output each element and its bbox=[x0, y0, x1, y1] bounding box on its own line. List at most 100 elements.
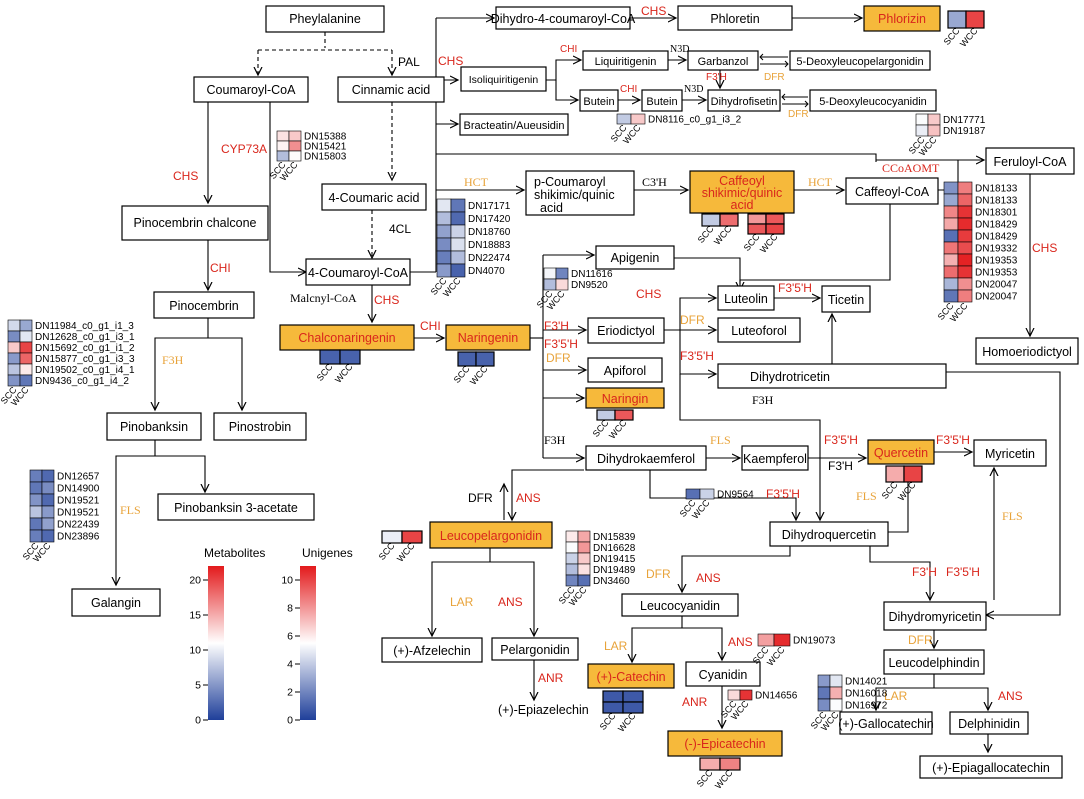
enzyme-c3h: C3'H bbox=[642, 175, 667, 189]
node-feruloyl-coa: Feruloyl-CoA bbox=[985, 147, 1075, 175]
node-apigenin: Apigenin bbox=[595, 245, 675, 270]
metabolite-cell bbox=[747, 223, 767, 235]
enzyme-fls-dhk: FLS bbox=[710, 433, 731, 447]
legend-tick: 5 bbox=[195, 680, 201, 692]
legend-metabolites-title: Metabolites bbox=[204, 546, 265, 560]
enzyme-pal: PAL bbox=[398, 55, 420, 69]
svg-text:Chalconaringenin: Chalconaringenin bbox=[298, 331, 395, 345]
gene-label: DN4070 bbox=[468, 266, 505, 277]
enzyme-chs-mid: CHS bbox=[374, 293, 399, 307]
heatmap-fls-left: DN12657DN14900DN19521DN19521DN22439DN238… bbox=[21, 469, 100, 564]
heatmap-cell bbox=[555, 278, 569, 291]
heatmap-cell bbox=[927, 124, 941, 137]
enzyme-lar-gc: LAR bbox=[884, 689, 908, 703]
heatmap-cell bbox=[685, 488, 701, 500]
heatmap-cell bbox=[739, 689, 753, 701]
enzyme-chi-small2: CHI bbox=[620, 84, 637, 95]
node-homoeriodictyol: Homoeriodictyol bbox=[975, 337, 1079, 365]
heatmap-cell bbox=[565, 541, 579, 554]
svg-text:Dihydrotricetin: Dihydrotricetin bbox=[750, 370, 830, 384]
svg-text:Pinocembrin chalcone: Pinocembrin chalcone bbox=[134, 216, 257, 230]
heatmap-cell bbox=[29, 505, 43, 519]
heatmap-cell bbox=[957, 229, 973, 243]
node-coumaroyl-coa: Coumaroyl-CoA bbox=[193, 76, 309, 103]
cofactor-malonyl-coa: Malcnyl-CoA bbox=[290, 291, 357, 305]
svg-text:Butein: Butein bbox=[646, 96, 677, 108]
heatmap-cell bbox=[288, 140, 302, 152]
gene-label: DN19073 bbox=[793, 636, 836, 647]
legend-tick: 6 bbox=[287, 631, 293, 643]
node-5-deoxyleucopelargonidin: 5-Deoxyleucopelargonidin bbox=[789, 50, 931, 71]
svg-text:Kaempferol: Kaempferol bbox=[743, 452, 807, 466]
sample-label-scc: SCC bbox=[315, 361, 335, 382]
node-leucopelargonidin: Leucopelargonidin bbox=[429, 521, 553, 549]
sample-label-wcc: WCC bbox=[616, 710, 638, 733]
metabolite-cell bbox=[339, 349, 361, 365]
svg-text:Caffeoyl-CoA: Caffeoyl-CoA bbox=[855, 185, 930, 199]
legend-tick: 15 bbox=[189, 610, 201, 622]
svg-text:Pinocembrin: Pinocembrin bbox=[169, 299, 239, 313]
svg-text:Caffeoyl: Caffeoyl bbox=[719, 174, 765, 188]
heatmap-cell bbox=[817, 698, 831, 712]
heatmap-cell bbox=[943, 277, 959, 291]
gene-label: DN14900 bbox=[57, 484, 100, 495]
gene-label: DN17171 bbox=[468, 201, 511, 212]
node-pinobanksin-acetate: Pinobanksin 3-acetate bbox=[157, 493, 315, 521]
heatmap-cell bbox=[7, 363, 21, 376]
node-luteoforol: Luteoforol bbox=[717, 317, 801, 343]
heatmap-cell bbox=[288, 130, 302, 142]
gene-label: DN19187 bbox=[943, 126, 986, 137]
enzyme-ans-pel: ANS bbox=[498, 595, 523, 609]
heatmap-cell bbox=[565, 530, 579, 543]
metabolite-cell bbox=[614, 409, 634, 421]
svg-text:acid: acid bbox=[731, 198, 754, 212]
node-eriodictyol: Eriodictyol bbox=[587, 317, 665, 344]
gene-label: DN22439 bbox=[57, 520, 100, 531]
heatmap-cell bbox=[829, 686, 843, 700]
svg-text:Dihydrofisetin: Dihydrofisetin bbox=[711, 96, 778, 108]
heatmap-cell bbox=[957, 193, 973, 207]
node-cyanidin: Cyanidin bbox=[685, 661, 761, 687]
gene-label: DN16628 bbox=[593, 543, 636, 554]
node-ticetin: Ticetin bbox=[821, 285, 871, 313]
heatmap-cell bbox=[7, 330, 21, 343]
svg-text:5-Deoxyleucopelargonidin: 5-Deoxyleucopelargonidin bbox=[796, 56, 923, 68]
svg-text:Garbanzol: Garbanzol bbox=[698, 56, 749, 68]
enzyme-f3h-dht: F3H bbox=[752, 393, 774, 407]
node-dihydromyricetin: Dihydromyricetin bbox=[883, 601, 987, 631]
heatmap-cell bbox=[436, 198, 452, 213]
enzyme-f35h-dhq: F3'5'H bbox=[766, 487, 800, 501]
svg-text:4-Coumaric acid: 4-Coumaric acid bbox=[328, 191, 419, 205]
legend-unigenes-bar bbox=[300, 566, 316, 720]
heatmap-cell bbox=[577, 563, 591, 576]
node-5-deoxyleucocyanidin: 5-Deoxyleucocyanidin bbox=[809, 89, 937, 112]
heatmap-cell bbox=[957, 205, 973, 219]
enzyme-f35h-dht: F3'5'H bbox=[680, 349, 714, 363]
svg-text:p-Coumaroyl: p-Coumaroyl bbox=[534, 175, 606, 189]
enzyme-dfr-lp: DFR bbox=[468, 491, 493, 505]
metabolite-cell bbox=[475, 351, 495, 367]
node-leucocyanidin: Leucocyanidin bbox=[621, 593, 739, 617]
heatmap-cell bbox=[276, 150, 290, 162]
node-leucodelphindin: Leucodelphindin bbox=[883, 649, 985, 675]
node-dihydro-4-coumaroyl-coa: Dihydro-4-coumaroyl-CoA bbox=[491, 6, 636, 30]
node-p-coumaroyl-shikimic: p-Coumaroyl shikimic/quinic acid bbox=[525, 170, 635, 216]
heatmap-cell bbox=[915, 124, 929, 137]
enzyme-chs-right: CHS bbox=[1032, 241, 1057, 255]
metabolite-cell bbox=[622, 690, 644, 703]
svg-text:Luteoforol: Luteoforol bbox=[731, 324, 787, 338]
heatmap-cell bbox=[29, 529, 43, 543]
heatmap-cell bbox=[943, 205, 959, 219]
heatmap-cell bbox=[943, 181, 959, 195]
gene-label: DN9564 bbox=[717, 490, 754, 501]
gene-label: DN14021 bbox=[845, 677, 888, 688]
heatmap-cell bbox=[41, 517, 55, 531]
enzyme-dfr-small1: DFR bbox=[764, 72, 785, 83]
gene-label: DN15388 bbox=[304, 132, 347, 143]
